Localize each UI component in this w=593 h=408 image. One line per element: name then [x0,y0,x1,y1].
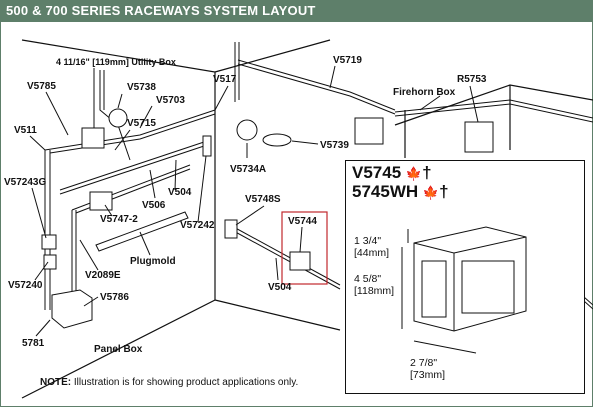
firehorn-box-icon [354,117,384,145]
v5739-label: V5739 [320,140,349,151]
note-prefix: NOTE: [40,377,72,388]
firehorn-box-label: Firehorn Box [393,87,456,98]
v5745-detail-inset: V5745 🍁† 5745WH 🍁† 1 3/4" [44mm] [345,160,585,394]
v5744-highlight-frame [281,211,328,285]
inset-title-line2: 5745WH 🍁† [352,182,449,202]
v517-label: V517 [213,74,237,85]
v506-label: V506 [142,200,166,211]
leader-lines [29,65,576,337]
v5719-label: V5719 [333,55,362,66]
v5781-label: 5781 [22,338,45,349]
note-text: Illustration is for showing product appl… [71,377,299,388]
page-title: 500 & 700 SERIES RACEWAYS SYSTEM LAYOUT [6,3,316,18]
panel-box-icon [51,289,93,329]
v5739-fixture-icon [262,133,292,147]
room-walls [21,39,593,399]
v57242-end-icon [202,135,212,157]
v2089e-label: V2089E [85,270,121,281]
r5753-label: R5753 [457,74,487,85]
maple-leaf-icon: 🍁 [405,166,423,181]
dim-depth: 1 3/4" [44mm] [354,235,390,259]
devices [41,108,494,329]
dimension-lines [401,229,477,354]
v5747-2-label: V5747-2 [100,214,138,225]
dagger-symbol: † [422,163,432,182]
v511-label: V511 [14,125,37,136]
v504-label-lower: V504 [268,282,292,293]
v5786-label: V5786 [100,292,129,303]
header-bar: 500 & 700 SERIES RACEWAYS SYSTEM LAYOUT [0,0,593,22]
panel-box-label: Panel Box [94,344,143,355]
v57240-label: V57240 [8,280,43,291]
dim-height: 4 5/8" [118mm] [354,273,395,297]
callout-labels: 4 11/16" [119mm] Utility Box V5785 V5738… [4,55,579,355]
v5747-2-box-icon [89,191,113,211]
dim-width: 2 7/8" [73mm] [410,357,446,381]
inset-box-drawing [401,226,527,354]
plugmold-label: Plugmold [130,256,176,267]
v5715-label: V5715 [127,118,156,129]
v5744-label: V5744 [288,216,317,227]
v5734a-fixture-icon [236,119,258,141]
v57243g-box-icon [41,234,57,250]
v5748s-label: V5748S [245,194,281,205]
v5744-box-icon [289,251,311,271]
plugmold-strip-icon [95,211,189,252]
v5734a-label: V5734A [230,164,266,175]
v57240-box-icon [43,254,57,270]
inset-model-5745wh: 5745WH [352,182,419,201]
v504-label-upper: V504 [168,187,192,198]
dagger-symbol: † [439,182,449,201]
device-box-outline [413,226,527,332]
maple-leaf-icon: 🍁 [422,185,440,200]
inset-title-line1: V5745 🍁† [352,163,432,183]
utility-box-label: 4 11/16" [119mm] Utility Box [56,57,176,67]
illustration-note: NOTE: Illustration is for showing produc… [40,377,298,388]
v5703-label: V5703 [156,95,185,106]
v5738-label: V5738 [127,82,156,93]
v5738-ring-icon [108,108,128,128]
v5785-label: V5785 [27,81,56,92]
utility-box-icon [81,127,105,149]
v57242-label: V57242 [180,220,215,231]
v57243g-label: V57243G [4,177,46,188]
r5753-box-icon [464,121,494,153]
inset-model-v5745: V5745 [352,163,402,182]
v5748s-box-icon [224,219,238,239]
